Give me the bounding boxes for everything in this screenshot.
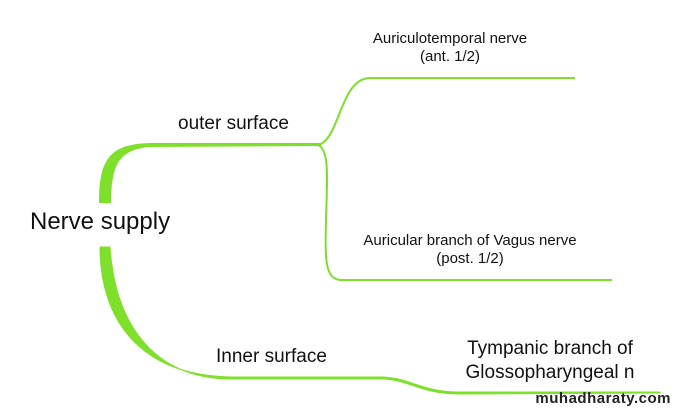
vagus-label: Auricular branch of Vagus nerve	[363, 232, 577, 249]
root-to-outer-link	[98, 143, 321, 203]
vagus-sub-label: (post. 1/2)	[436, 250, 504, 267]
auriculotemporal-sub-label: (ant. 1/2)	[419, 48, 481, 65]
outer-surface-label: outer surface	[178, 113, 289, 134]
tympanic-label: Tympanic branch of	[467, 338, 633, 359]
watermark: muhadharaty.com	[535, 390, 671, 407]
root-to-inner-link	[99, 246, 661, 395]
tympanic-sub-label: Glossopharyngeal n	[465, 361, 635, 383]
tympanic-node: Tympanic branch of Glossopharyngeal n	[440, 337, 660, 385]
auriculotemporal-node: Auriculotemporal nerve (ant. 1/2)	[340, 30, 560, 66]
root-node-label: Nerve supply	[30, 208, 171, 235]
outer-to-vagus-link	[317, 144, 612, 281]
auriculotemporal-label: Auriculotemporal nerve	[372, 30, 528, 47]
outer-to-auriculotemporal-link	[317, 77, 575, 146]
inner-surface-label: Inner surface	[216, 346, 327, 367]
vagus-node: Auricular branch of Vagus nerve (post. 1…	[320, 232, 620, 268]
